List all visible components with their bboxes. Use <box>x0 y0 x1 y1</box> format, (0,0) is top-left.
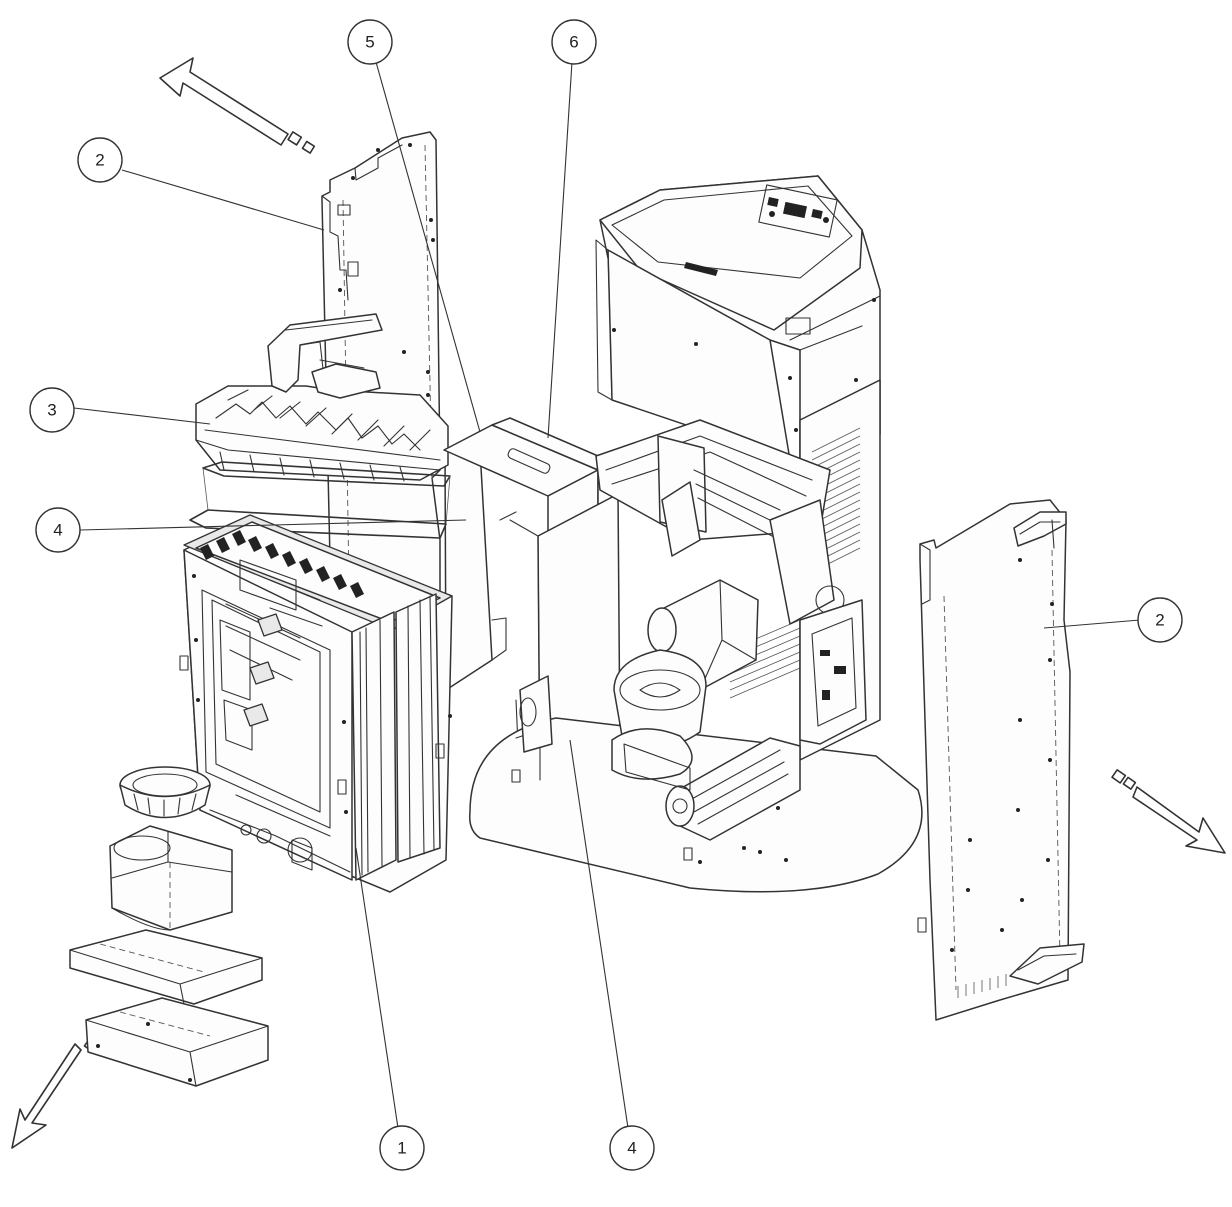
callout-6: 6 <box>551 19 597 65</box>
callout-4-left: 4 <box>35 507 81 553</box>
tangential-fan <box>665 737 801 841</box>
svg-text:4: 4 <box>627 1139 636 1158</box>
callout-3: 3 <box>29 387 75 433</box>
svg-text:5: 5 <box>365 33 374 52</box>
svg-text:2: 2 <box>95 151 104 170</box>
leader-lines <box>73 61 1141 1129</box>
ash-drawer <box>85 997 269 1087</box>
callout-2-left: 2 <box>77 137 123 183</box>
burn-pot <box>109 825 233 931</box>
right-side-panel <box>917 499 1085 1021</box>
combustion-fan <box>611 579 759 780</box>
flue-connector <box>519 675 691 791</box>
svg-text:4: 4 <box>53 521 62 540</box>
brazier-ring <box>119 766 211 819</box>
ash-drawer-lid <box>69 929 263 1005</box>
svg-text:2: 2 <box>1155 611 1164 630</box>
svg-text:1: 1 <box>397 1139 406 1158</box>
arrow-right <box>1111 769 1226 854</box>
svg-text:6: 6 <box>569 33 578 52</box>
svg-text:3: 3 <box>47 401 56 420</box>
callout-4-bottom: 4 <box>609 1125 655 1171</box>
hopper <box>595 175 881 481</box>
control-board <box>799 599 867 745</box>
top-grate <box>195 313 449 482</box>
callout-5: 5 <box>347 19 393 65</box>
arrow-top-left <box>159 57 316 154</box>
callout-2-right: 2 <box>1137 597 1183 643</box>
callout-1: 1 <box>379 1125 425 1171</box>
auger-assembly <box>595 419 845 625</box>
firebox <box>179 514 453 893</box>
